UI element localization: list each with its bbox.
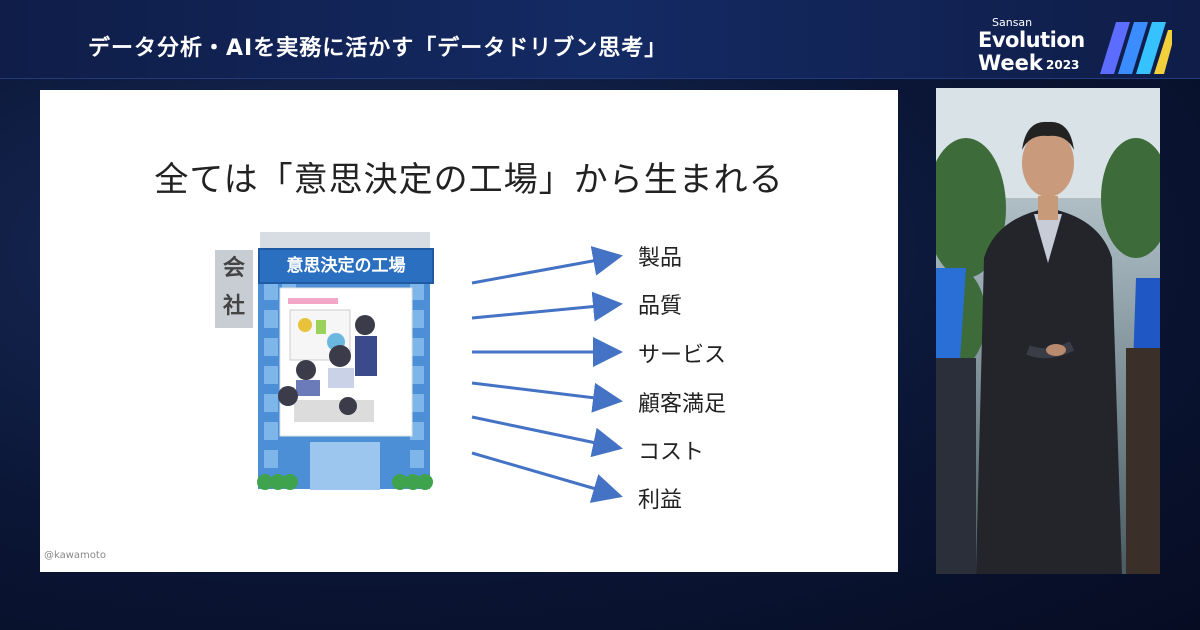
logo-line2: Week — [978, 51, 1043, 75]
output-item: 製品 — [638, 246, 683, 271]
event-logo: Sansan Evolution Week 2023 — [978, 16, 1178, 76]
output-item: コスト — [638, 440, 705, 465]
output-arrows — [471, 246, 623, 503]
slide-title: 全ては「意思決定の工場」から生まれる — [154, 160, 784, 200]
arrow-4 — [471, 381, 623, 413]
building-side-label: 会社 — [215, 250, 253, 328]
arrow-5 — [471, 415, 623, 458]
presentation-slide: 全ては「意思決定の工場」から生まれる — [40, 90, 898, 572]
logo-brand: Sansan — [992, 16, 1033, 29]
output-item: 利益 — [638, 488, 683, 513]
speaker-video — [936, 88, 1160, 574]
building-sign: 意思決定の工場 — [258, 248, 434, 284]
arrow-2 — [471, 291, 623, 322]
speaker-person-image — [936, 88, 1160, 574]
slide-credit: @kawamoto — [44, 550, 106, 561]
logo-slashes-icon — [1100, 22, 1172, 74]
logo-line1: Evolution — [978, 28, 1085, 52]
arrow-6 — [471, 451, 623, 503]
logo-year: 2023 — [1046, 58, 1080, 72]
factory-building-icon — [257, 232, 433, 490]
output-item: 品質 — [638, 294, 683, 319]
output-item: 顧客満足 — [638, 392, 727, 417]
arrow-1 — [471, 246, 623, 285]
page-title: データ分析・AIを実務に活かす「データドリブン思考」 — [88, 36, 668, 61]
output-item: サービス — [638, 343, 727, 368]
header-bar: データ分析・AIを実務に活かす「データドリブン思考」 Sansan Evolut… — [0, 0, 1200, 79]
